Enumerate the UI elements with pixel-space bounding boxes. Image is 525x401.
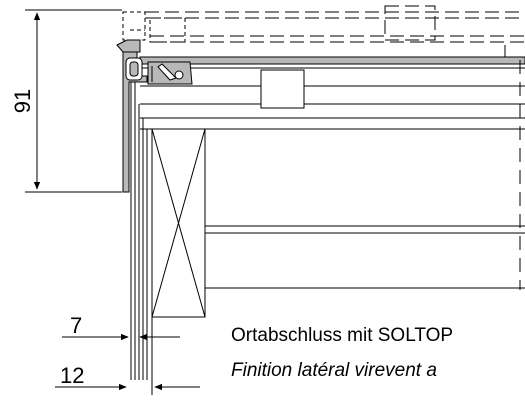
roof-profile <box>139 56 525 69</box>
width-dimension-large-label: 12 <box>60 363 84 388</box>
clip-outline <box>122 11 186 43</box>
fixing-clip <box>147 61 193 85</box>
height-dimension <box>25 9 122 193</box>
dashed-panel-outline <box>145 5 525 60</box>
width-dimension-small-label: 7 <box>70 313 82 338</box>
caption-french: Finition latéral virevent a <box>231 360 437 381</box>
edge-profile <box>116 39 148 193</box>
caption-german: Ortabschluss mit SOLTOP <box>231 325 454 346</box>
height-dimension-label: 91 <box>10 89 35 113</box>
timber-post <box>151 128 206 318</box>
structure-lines <box>140 85 525 289</box>
spacer-block <box>260 69 305 109</box>
